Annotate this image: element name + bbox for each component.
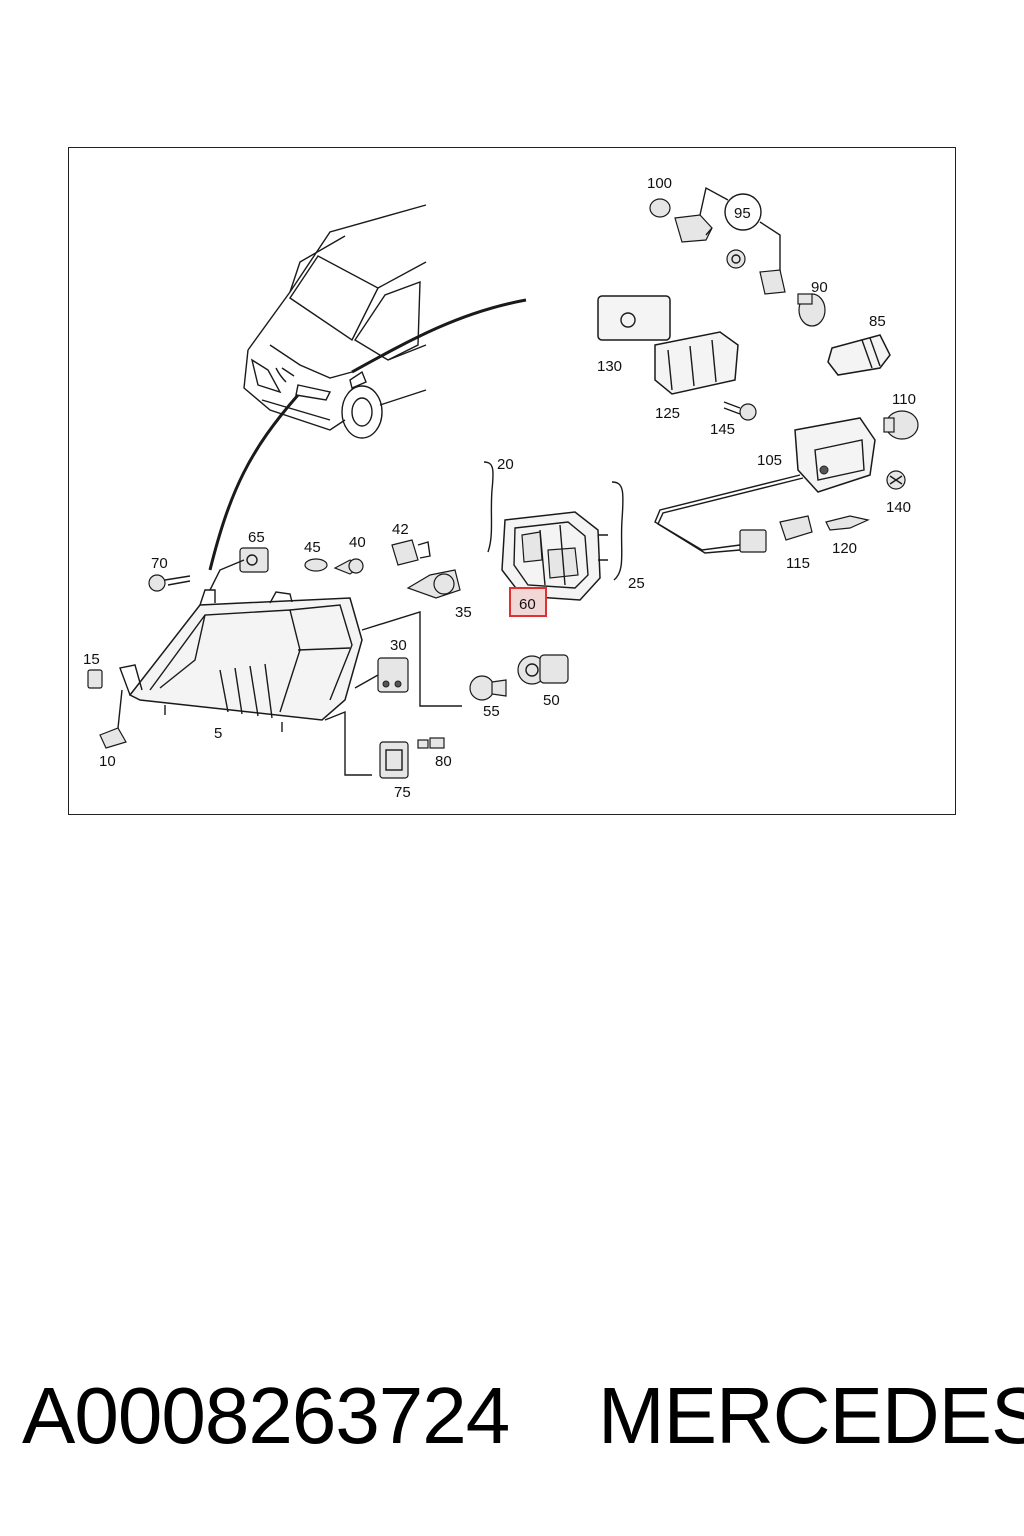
wire-harness	[654, 474, 801, 551]
bulb-holder-42	[391, 539, 431, 566]
screw-145	[723, 401, 757, 421]
bulb-100	[649, 198, 713, 243]
connector-75	[379, 741, 409, 779]
callout-65: 65	[248, 529, 265, 546]
brand-name: MERCEDES	[598, 1371, 1024, 1460]
callout-42: 42	[392, 521, 409, 538]
leader-65	[209, 559, 245, 591]
callout-90: 90	[811, 279, 828, 296]
callout-60: 60	[519, 596, 536, 613]
callout-25: 25	[628, 575, 645, 592]
gasket-95	[726, 249, 746, 269]
callout-30: 30	[390, 637, 407, 654]
leader-100b	[705, 227, 713, 236]
callout-5: 5	[214, 725, 222, 742]
footer: A0008263724 MERCEDES	[0, 1370, 1024, 1470]
terminals-80	[417, 737, 445, 749]
callout-145: 145	[710, 421, 735, 438]
adjuster-10	[99, 689, 127, 749]
bulb-110	[883, 410, 919, 440]
callout-70: 70	[151, 555, 168, 572]
callout-105: 105	[757, 452, 782, 469]
callout-circle-95	[724, 193, 762, 231]
leader-95	[759, 221, 781, 280]
callout-125: 125	[655, 405, 680, 422]
leader-line-headlamp	[208, 394, 300, 571]
headlamp-assembly	[119, 589, 363, 732]
wire-harness-b	[657, 477, 804, 554]
gasket-130	[597, 295, 671, 341]
callout-75: 75	[394, 784, 411, 801]
callout-15: 15	[83, 651, 100, 668]
callout-115: 115	[786, 555, 810, 572]
bulb-45	[304, 558, 328, 572]
callout-55: 55	[483, 703, 500, 720]
callout-35: 35	[455, 604, 472, 621]
clip-15	[87, 669, 103, 689]
callout-20: 20	[497, 456, 514, 473]
callout-85: 85	[869, 313, 886, 330]
callout-50: 50	[543, 692, 560, 709]
bracket-75	[324, 710, 372, 776]
highlight-box-60	[509, 587, 547, 617]
bulb-35	[406, 569, 461, 599]
callout-45: 45	[304, 539, 321, 556]
callout-80: 80	[435, 753, 452, 770]
van-illustration	[243, 204, 427, 439]
bracket-30-55	[361, 611, 462, 707]
bracket-20	[483, 461, 494, 553]
diagram-frame	[68, 147, 956, 815]
callout-95: 95	[734, 205, 751, 222]
leader-line-side-lamp	[351, 298, 527, 374]
callout-10: 10	[99, 753, 116, 770]
bulb-40	[333, 558, 364, 575]
socket-95	[759, 269, 786, 295]
bracket-25	[611, 481, 624, 581]
housing-125	[654, 331, 739, 395]
terminal-120	[825, 515, 870, 531]
screw-140	[886, 470, 906, 490]
connector-115	[739, 515, 813, 553]
bulb-90	[797, 293, 826, 327]
callout-120: 120	[832, 540, 857, 557]
leader-100-95	[699, 186, 729, 216]
part-number: A0008263724	[22, 1371, 510, 1460]
motor-30	[354, 657, 409, 693]
lamp-105	[794, 417, 876, 493]
callout-130: 130	[597, 358, 622, 375]
callout-100: 100	[647, 175, 672, 192]
bulb-55	[469, 675, 507, 701]
screw-70	[148, 574, 191, 592]
callout-140: 140	[886, 499, 911, 516]
callout-110: 110	[892, 391, 916, 408]
clip-65	[239, 547, 269, 573]
side-lamp-85	[827, 334, 891, 376]
socket-50	[517, 654, 569, 685]
callout-40: 40	[349, 534, 366, 551]
bulb-holder-60	[501, 511, 608, 601]
